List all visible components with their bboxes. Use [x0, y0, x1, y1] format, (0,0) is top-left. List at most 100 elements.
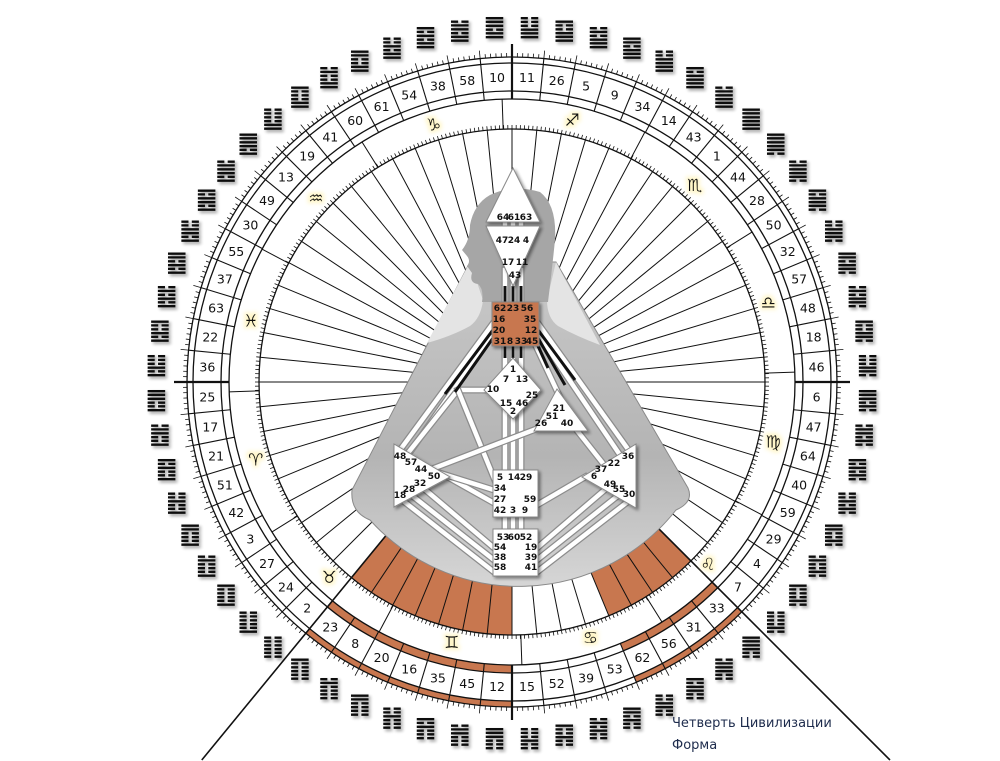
tick-mark	[271, 291, 276, 294]
gate-divider	[593, 70, 607, 112]
throat-gate-label: 23	[507, 304, 520, 314]
tick-mark	[590, 62, 593, 67]
hexagram-icon-46: ䷭	[857, 351, 879, 379]
tick-mark	[216, 525, 221, 528]
tick-mark	[759, 168, 764, 173]
centers	[393, 166, 637, 577]
tick-mark	[732, 504, 737, 508]
hexagram-icon-1: ䷀	[740, 104, 762, 132]
tick-mark	[700, 645, 704, 650]
tick-mark	[733, 618, 738, 623]
tick-mark	[712, 225, 717, 229]
tick-mark	[358, 175, 362, 180]
root-gate-label: 19	[525, 543, 538, 553]
hexagram-icon-20: ䷓	[349, 690, 371, 718]
tick-mark	[361, 89, 364, 94]
tick-mark	[741, 146, 748, 153]
channel	[571, 424, 609, 470]
tick-mark	[616, 612, 619, 617]
tick-mark	[736, 264, 741, 267]
tick-mark	[760, 335, 765, 338]
tick-mark	[446, 55, 449, 64]
tick-mark	[212, 515, 217, 519]
hexagram-icon-12: ䷋	[484, 724, 506, 752]
tick-mark	[672, 183, 676, 187]
tick-mark	[478, 50, 481, 59]
tick-mark	[812, 254, 820, 258]
tick-mark	[229, 548, 234, 552]
tick-mark	[204, 506, 212, 510]
quarter-caption: Четверть Цивилизации	[672, 716, 832, 731]
tick-mark	[592, 621, 595, 626]
tick-mark	[745, 607, 749, 612]
tick-mark	[283, 497, 288, 500]
gate-number-39: 39	[578, 670, 594, 685]
tick-mark	[191, 455, 196, 458]
tick-mark	[187, 434, 192, 436]
tick-mark	[202, 270, 207, 273]
gate-divider	[691, 600, 719, 634]
tick-mark	[431, 62, 434, 67]
channel	[406, 490, 498, 564]
hexagram-icon-35: ䷢	[415, 713, 437, 741]
inner-band-33	[691, 582, 718, 607]
tick-mark	[205, 260, 210, 263]
tick-mark	[268, 299, 273, 302]
tick-mark	[264, 451, 269, 453]
gate-number-52: 52	[549, 676, 565, 691]
outer-band-62	[634, 663, 666, 683]
tick-mark	[262, 443, 267, 445]
tick-mark	[665, 582, 669, 587]
tick-mark	[623, 608, 627, 613]
tick-mark	[375, 596, 379, 601]
zodiac-sign-icon: ♈	[248, 450, 263, 470]
ego-gate-label: 21	[553, 404, 566, 414]
tick-mark	[268, 462, 273, 465]
tick-mark	[814, 260, 819, 263]
tick-mark	[696, 111, 700, 115]
tick-mark	[798, 534, 806, 540]
tick-mark	[648, 594, 652, 599]
tick-mark	[829, 450, 834, 452]
gate-number-14: 14	[661, 113, 677, 128]
tick-mark	[339, 191, 343, 195]
ajna-gate-label: 24	[508, 236, 521, 246]
tick-mark	[675, 574, 679, 579]
tick-mark	[180, 348, 189, 351]
gate-divider	[782, 463, 824, 477]
gate-number-11: 11	[519, 70, 535, 85]
tick-mark	[552, 631, 555, 636]
tick-mark	[321, 551, 325, 555]
tick-mark	[282, 145, 287, 149]
tick-mark	[543, 50, 546, 59]
zodiac-divider	[501, 99, 504, 130]
tick-mark	[581, 134, 583, 139]
tick-mark	[784, 557, 789, 561]
tick-mark	[324, 554, 328, 558]
tick-mark	[638, 600, 641, 605]
tick-mark	[226, 544, 231, 547]
solar-gate-label: 6	[591, 472, 597, 482]
tick-mark	[250, 579, 255, 583]
gate-number-13: 13	[278, 170, 294, 185]
tick-mark	[302, 231, 307, 235]
gate-number-61: 61	[374, 99, 390, 114]
tick-mark	[417, 142, 420, 147]
gate-divider	[358, 631, 380, 669]
ajna-gate-label: 11	[516, 258, 529, 268]
throat-gate-label: 62	[494, 304, 507, 314]
tick-mark	[660, 89, 663, 94]
sacral-gate-label: 34	[494, 484, 507, 494]
tick-mark	[675, 185, 679, 190]
outer-band-33	[714, 607, 742, 634]
tick-mark	[743, 482, 748, 485]
tick-mark	[833, 333, 838, 335]
tick-mark	[693, 557, 697, 562]
tick-mark	[310, 538, 315, 543]
gate-divider	[644, 95, 666, 133]
tick-mark	[469, 631, 472, 636]
tick-mark	[753, 455, 759, 457]
tick-mark	[437, 623, 439, 629]
gate-number-34: 34	[634, 99, 650, 114]
